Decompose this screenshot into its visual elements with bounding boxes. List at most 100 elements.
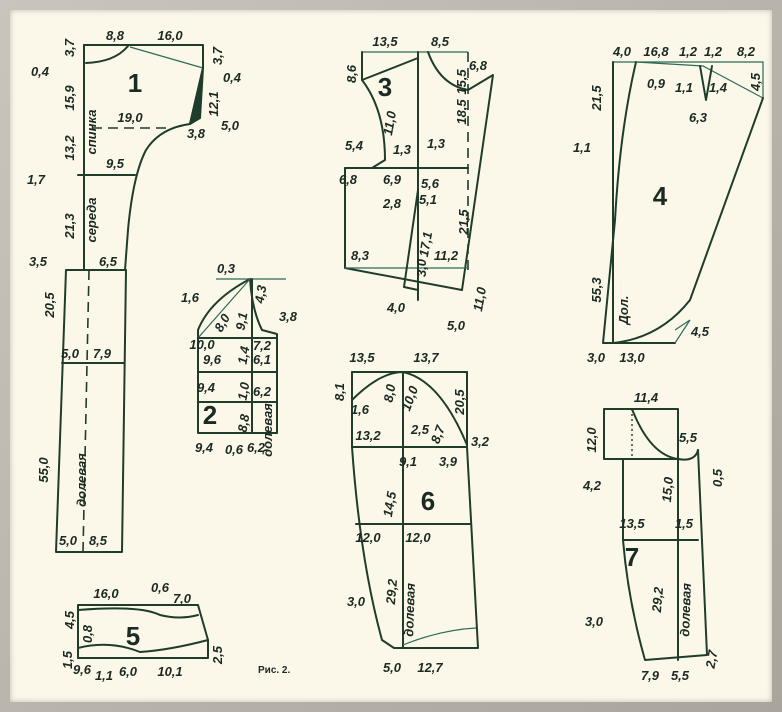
measurement-label-p2: 1,4 <box>235 344 253 365</box>
measurement-label-p1: 6,5 <box>99 254 118 269</box>
measurement-label-p7: 12,0 <box>584 427 599 453</box>
piece-6-sleeve <box>351 371 479 649</box>
measurement-label-p1: 3,5 <box>29 254 48 269</box>
measurement-label-p2: 9,1 <box>233 311 251 331</box>
measurement-label-p3: 18,5 <box>454 99 469 125</box>
measurement-label-p4: 4,5 <box>748 72 763 92</box>
measurement-label-p5: 6,0 <box>119 664 138 679</box>
pattern-sheet <box>10 10 772 702</box>
measurement-label-p4: 1,4 <box>709 80 728 95</box>
measurement-label-p4: 6,3 <box>689 110 708 125</box>
measurement-label-p3: 5,1 <box>419 192 437 207</box>
measurement-label-p6: 13,7 <box>413 350 439 365</box>
measurement-label-p1: 0,4 <box>223 70 242 85</box>
measurement-label-p2: 8,0 <box>211 311 233 335</box>
measurement-label-p2: 0,6 <box>225 442 244 457</box>
piece-5-collar <box>77 604 209 659</box>
measurement-label-p7: 7,9 <box>641 668 660 683</box>
measurement-label-p4: 1,1 <box>675 80 693 95</box>
piece-number-p7: 7 <box>625 542 639 572</box>
measurement-label-p1: 13,2 <box>62 135 77 161</box>
measurement-label-p7: 5,5 <box>671 668 690 683</box>
measurement-label-p3: 15,5 <box>454 69 469 95</box>
measurement-label-p3: 21,5 <box>456 209 471 236</box>
measurement-label-p5: 2,5 <box>210 645 225 665</box>
measurement-label-p1: 5,0 <box>61 346 80 361</box>
measurement-label-p3: 11,2 <box>434 248 459 263</box>
measurement-label-p1: 0,4 <box>31 64 50 79</box>
piece-number-p5: 5 <box>126 621 140 651</box>
measurement-label-p6: 8,1 <box>332 383 347 401</box>
measurement-label-p7: 13,5 <box>619 516 645 531</box>
measurement-label-p3: 8,3 <box>351 248 370 263</box>
measurement-label-p6: 20,5 <box>452 389 467 416</box>
measurement-label-p3: 5,4 <box>345 138 364 153</box>
measurement-label-p7: 0,5 <box>710 468 725 487</box>
measurement-label-p2: 6,2 <box>253 384 272 399</box>
measurement-label-p7: 5,5 <box>679 430 698 445</box>
measurement-label-p6: 13,2 <box>355 428 381 443</box>
measurement-label-p1: 3,7 <box>62 38 77 57</box>
measurement-label-p2: долевая <box>260 403 275 457</box>
measurement-label-p1: 20,5 <box>42 292 57 319</box>
measurement-label-p7: 4,2 <box>582 478 602 493</box>
measurement-label-p3: 3,0 <box>414 258 429 277</box>
measurement-label-p1: 21,3 <box>62 213 77 240</box>
measurement-label-p6: 12,0 <box>405 530 431 545</box>
measurement-label-p6: 3,2 <box>471 434 490 449</box>
measurement-label-p4: 55,3 <box>589 277 604 303</box>
piece-number-p2: 2 <box>203 400 217 430</box>
measurement-label-p1: 7,9 <box>93 346 112 361</box>
measurement-label-p6: 3,0 <box>347 594 366 609</box>
piece-number-p4: 4 <box>653 181 668 211</box>
measurement-label-p5: 0,6 <box>151 580 170 595</box>
measurement-label-p1: 12,1 <box>206 91 221 116</box>
measurement-label-p7: 3,0 <box>585 614 604 629</box>
measurement-label-p3: 4,0 <box>386 300 406 315</box>
measurement-label-p2: 9,4 <box>197 380 216 395</box>
measurement-label-p3: 11,0 <box>380 109 399 136</box>
measurement-label-p5: 7,0 <box>173 591 192 606</box>
measurement-label-p2: 0,3 <box>217 261 236 276</box>
measurement-label-p3: 2,8 <box>382 196 402 211</box>
measurement-label-p6: 13,5 <box>349 350 375 365</box>
measurement-label-p5: 9,6 <box>73 662 92 677</box>
measurement-label-p4: 8,2 <box>737 44 756 59</box>
measurement-label-p5: 1,1 <box>95 668 113 683</box>
measurement-label-p2: 7,2 <box>253 338 272 353</box>
measurement-label-p2: 1,0 <box>235 380 253 401</box>
measurement-label-p1: долевая <box>74 453 89 507</box>
measurement-label-p4: 3,0 <box>587 350 606 365</box>
measurement-label-p2: 9,4 <box>195 440 214 455</box>
measurement-label-p3: 8,5 <box>431 34 450 49</box>
measurement-label-p3: 17,1 <box>416 230 435 258</box>
measurement-label-p4: Дол. <box>616 295 631 325</box>
measurement-label-p2: 10,0 <box>189 337 215 352</box>
measurement-label-p3: 5,6 <box>421 176 440 191</box>
measurement-label-p1: 16,0 <box>157 28 183 43</box>
piece-1-back <box>55 44 204 553</box>
measurement-label-p4: 16,8 <box>643 44 669 59</box>
measurement-label-p7: 15,0 <box>659 476 676 503</box>
measurement-label-p2: 1,6 <box>181 290 200 305</box>
measurement-label-p1: 55,0 <box>36 457 51 483</box>
piece-3-front <box>344 51 494 301</box>
measurement-label-p3: 5,0 <box>447 318 466 333</box>
measurement-label-p6: долевая <box>401 582 418 637</box>
measurement-label-p6: 14,5 <box>380 490 399 518</box>
measurement-label-p6: 5,0 <box>383 660 402 675</box>
measurement-label-p6: 3,9 <box>439 454 458 469</box>
measurement-label-p5: 0,8 <box>80 624 95 643</box>
measurement-label-p1: середа <box>84 197 99 242</box>
measurement-label-p4: 13,0 <box>619 350 645 365</box>
measurement-label-p6: 29,2 <box>383 578 400 606</box>
measurement-label-p2: 6,1 <box>253 352 271 367</box>
measurement-label-p6: 9,1 <box>399 454 417 469</box>
measurement-label-p5: 10,1 <box>157 664 182 679</box>
piece-number-p3: 3 <box>378 72 392 102</box>
measurement-label-p3: 8,6 <box>344 64 359 83</box>
piece-4-skirt <box>602 61 764 344</box>
